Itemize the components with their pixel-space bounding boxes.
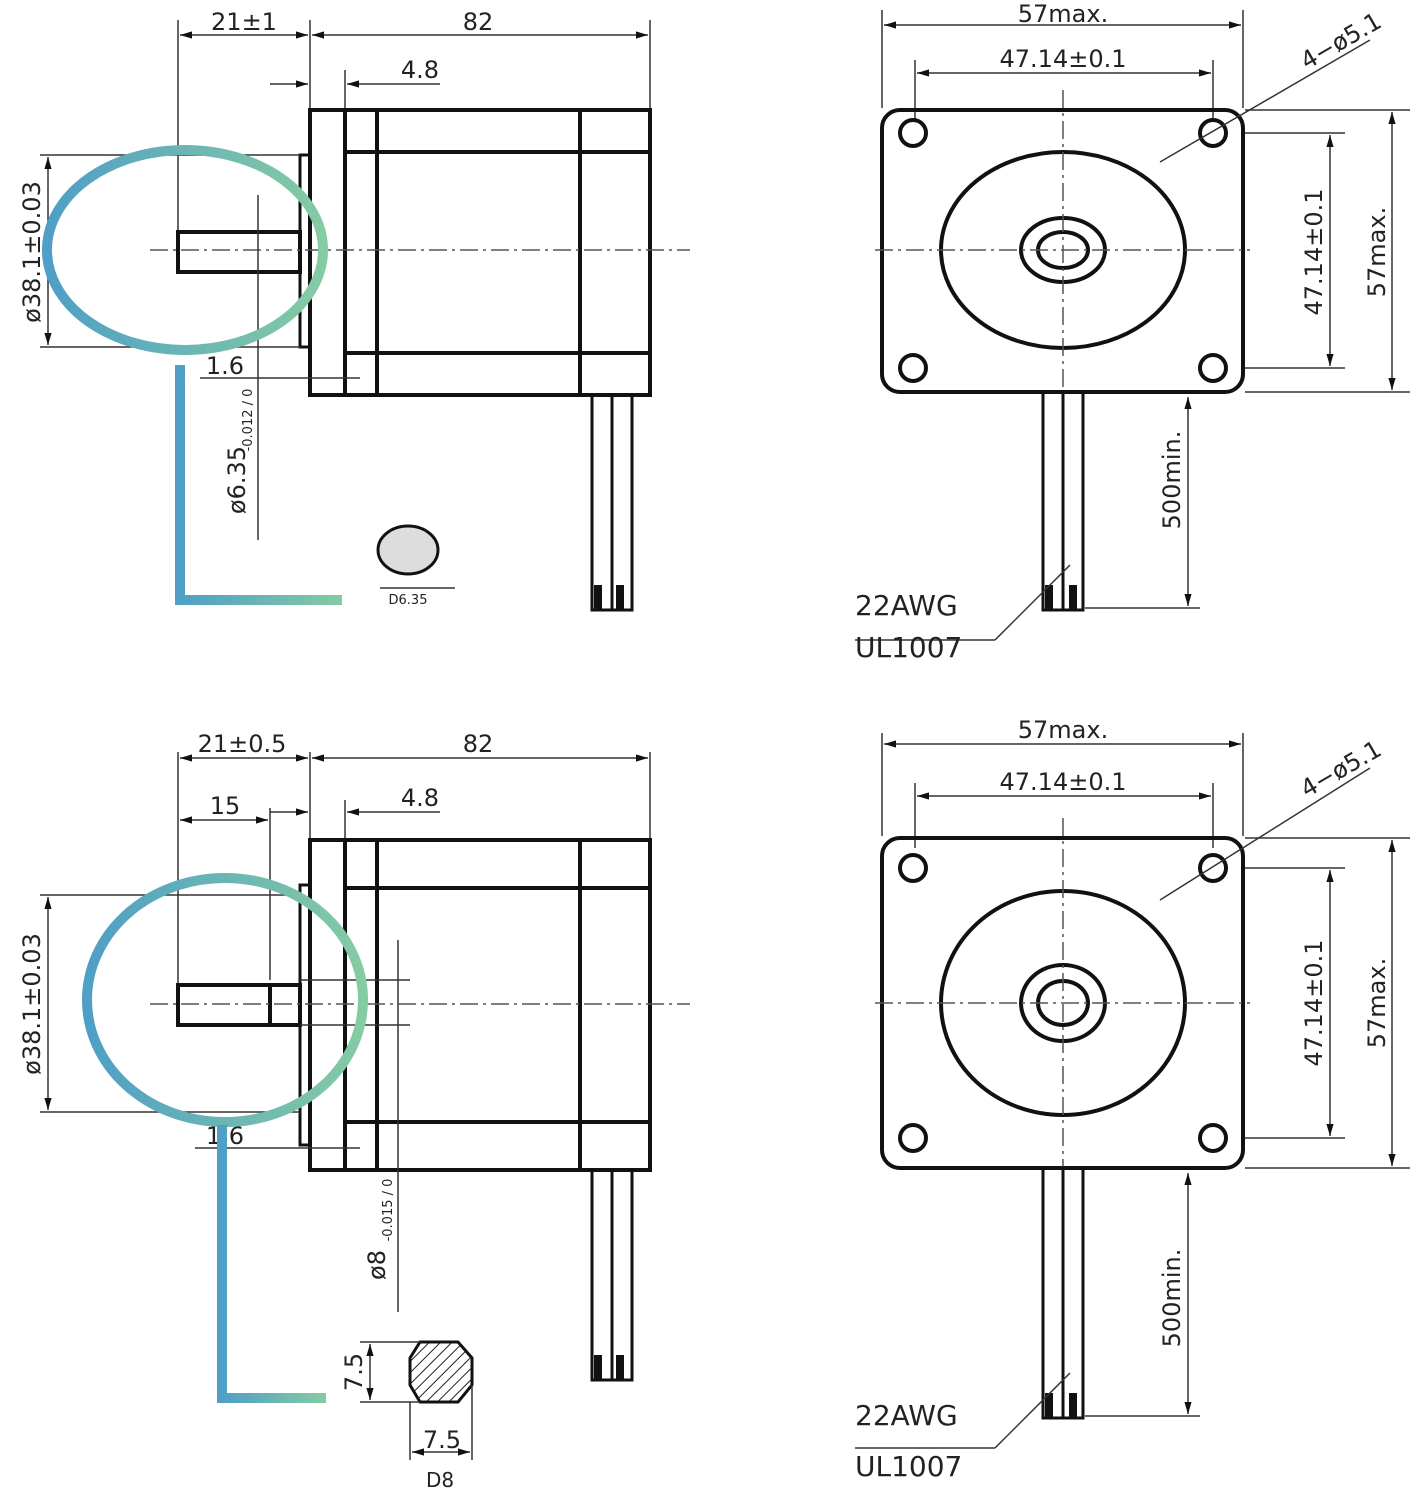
pilot-dia-dim: ø38.1±0.03 (18, 933, 46, 1075)
bottom-front-view: 57max. 47.14±0.1 4−ø5.1 47.14±0.1 57max.… (855, 716, 1410, 1483)
holes-dim: 4−ø5.1 (1296, 735, 1386, 803)
pilot-height-dim: 1.6 (206, 352, 244, 380)
top-front-view: 57max. 47.14±0.1 4−ø5.1 47.14±0.1 57max.… (855, 0, 1410, 664)
shaft-length-dim: 21±1 (211, 8, 277, 36)
shaft-tol: -0.012 / 0 (241, 389, 256, 452)
width-dim: 57max. (1018, 0, 1108, 28)
hole-spacing-dim: 47.14±0.1 (1000, 768, 1127, 796)
width-dim: 57max. (1018, 716, 1108, 744)
shaft (176, 230, 302, 274)
flat-v-dim: 7.5 (340, 1353, 368, 1391)
highlight-leader (217, 1125, 326, 1403)
height-dim: 57max. (1363, 958, 1391, 1048)
bottom-side-view: 21±0.5 82 15 4.8 ø38.1±0.03 ø8 -0.015 / … (18, 730, 690, 1492)
flat-length-dim: 15 (210, 792, 241, 820)
section-label: D8 (426, 1468, 454, 1492)
shaft-length-dim: 21±0.5 (198, 730, 287, 758)
highlight-circle (42, 145, 328, 355)
shaft-dia-dim: ø8 (363, 1250, 391, 1280)
height-dim: 57max. (1363, 207, 1391, 297)
wire-gauge: 22AWG (855, 1399, 958, 1432)
shaft (176, 983, 302, 1027)
body-length-dim: 82 (463, 8, 494, 36)
shaft-dia-dim: ø6.35 (223, 446, 251, 514)
highlight-leader (175, 365, 342, 605)
lead-length-dim: 500min. (1158, 1249, 1186, 1348)
hole-spacing-dim: 47.14±0.1 (1000, 45, 1127, 73)
shaft-section (376, 524, 440, 576)
flange-dim: 4.8 (401, 56, 439, 84)
section-label: D6.35 (389, 593, 428, 608)
flat-h-dim: 7.5 (423, 1426, 461, 1454)
top-side-view: 21±1 82 4.8 ø38.1±0.03 ø6.35 -0.012 / 0 … (18, 8, 690, 612)
pilot-dia-dim: ø38.1±0.03 (18, 181, 46, 323)
shaft-section (408, 1340, 474, 1404)
flange-dim: 4.8 (401, 784, 439, 812)
wire-type: UL1007 (855, 1450, 962, 1483)
hole-spacing-v-dim: 47.14±0.1 (1300, 940, 1328, 1067)
wire-type: UL1007 (855, 631, 962, 664)
body-length-dim: 82 (463, 730, 494, 758)
lead-length-dim: 500min. (1158, 431, 1186, 530)
hole-spacing-v-dim: 47.14±0.1 (1300, 189, 1328, 316)
holes-dim: 4−ø5.1 (1296, 7, 1386, 75)
shaft-tol: -0.015 / 0 (381, 1179, 396, 1242)
wire-gauge: 22AWG (855, 589, 958, 622)
highlight-circle (82, 873, 368, 1127)
